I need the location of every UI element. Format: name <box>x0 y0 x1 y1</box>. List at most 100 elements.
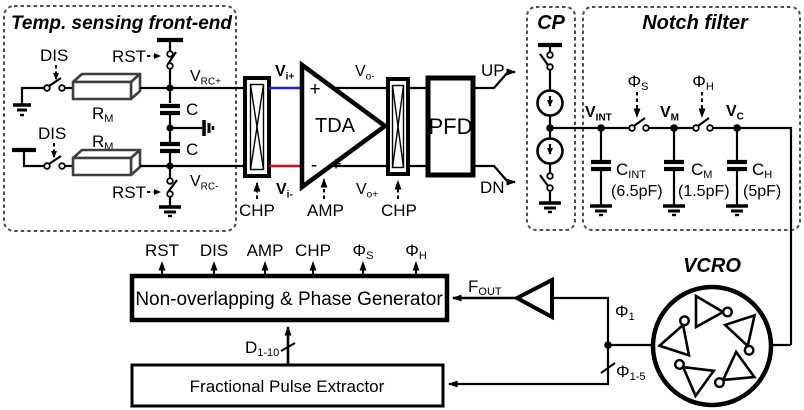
vm-label: VM <box>660 104 679 124</box>
dis-switch-top <box>43 77 73 92</box>
wire-dn <box>473 164 516 186</box>
vrc-plus-label: VRC+ <box>190 68 221 88</box>
ground-icon-cp <box>539 201 561 214</box>
cap-cm <box>663 128 685 217</box>
cp-switch-up <box>539 51 554 91</box>
phi1-label: Φ1 <box>615 302 635 323</box>
inverter-icon <box>713 349 757 389</box>
chopper-1 <box>243 76 271 178</box>
cap-c-bottom <box>160 128 180 166</box>
ch-value: (5pF) <box>743 183 781 200</box>
wire-phi-paths <box>448 296 610 388</box>
d-bus-label: D1-10 <box>245 338 279 359</box>
vcro-section: FOUT Φ1 Φ1-5 VCRO <box>448 255 791 408</box>
notch-filter-section: Notch filter VINT ΦS VM ΦH VC <box>550 6 801 345</box>
ch-label: CH <box>752 160 772 181</box>
vo-minus-label: Vo- <box>355 63 375 83</box>
cap-c-label-bottom: C <box>186 140 198 159</box>
front-end-section: Temp. sensing front-end DIS RM RST <box>3 5 245 232</box>
inverter-icon <box>722 313 757 356</box>
vc-label: VC <box>726 103 744 123</box>
vrc-minus-label: VRC- <box>190 173 218 193</box>
gen-output-phi-s: ΦS <box>353 241 374 262</box>
gen-output-amp: AMP <box>247 241 284 260</box>
inverter-icon <box>673 358 717 399</box>
extractor-box <box>130 363 445 408</box>
vi-plus-label: Vi+ <box>275 63 294 83</box>
cm-value: (1.5pF) <box>678 183 730 200</box>
cm-label: CM <box>691 160 712 181</box>
phi-s-switch <box>628 117 650 132</box>
phi-s-label: ΦS <box>628 72 649 93</box>
phase-generator-section: RST DIS AMP CHP ΦS ΦH Non-overlapping & … <box>129 241 450 323</box>
extractor-label: Fractional Pulse Extractor <box>190 377 385 396</box>
cap-ch <box>726 128 748 217</box>
vi-minus-label: Vi- <box>276 181 293 201</box>
cap-c-top <box>160 88 180 128</box>
dis-label-top: DIS <box>40 46 68 65</box>
rst-label-top: RST <box>112 47 146 66</box>
rst-label-bottom: RST <box>112 183 146 202</box>
ground-icon-rst-bottom <box>159 205 181 218</box>
phi15-slash-icon <box>600 362 616 374</box>
vo-plus-label: Vo+ <box>356 181 378 201</box>
bias-terminal-icon <box>170 120 215 136</box>
vcro-inverters <box>656 293 757 399</box>
gen-output-dis: DIS <box>200 241 228 260</box>
tda-amplifier: + - - + TDA <box>299 60 389 192</box>
vdd-bar-icon-cp <box>538 42 562 52</box>
wire-up <box>473 68 516 90</box>
cap-cint <box>590 128 612 217</box>
inverter-icon <box>656 315 691 358</box>
chp2-label: CHP <box>381 201 417 220</box>
resistor-rm-bottom <box>71 148 142 177</box>
buffer-icon <box>512 276 554 321</box>
tda-mark-out-plus: + <box>330 154 341 175</box>
pfd-label: PFD <box>429 114 473 139</box>
vcro-title: VCRO <box>683 255 741 277</box>
cint-label: CINT <box>616 160 646 181</box>
rst-switch-top <box>166 50 177 88</box>
inverter-icon <box>694 293 734 330</box>
notch-title: Notch filter <box>642 12 749 34</box>
phase-generator-label: Non-overlapping & Phase Generator <box>135 289 443 310</box>
rst-switch-bottom <box>166 166 178 206</box>
tda-mark-out-minus: - <box>338 77 344 98</box>
current-source-dn-icon <box>536 137 564 165</box>
up-label: UP <box>481 61 505 80</box>
pfd-block: PFD <box>425 75 476 178</box>
front-end-box <box>3 5 237 232</box>
cap-c-label-top: C <box>186 100 198 119</box>
rm-label-bottom: RM <box>92 132 113 153</box>
dis-label-bottom: DIS <box>38 124 66 143</box>
cp-title: CP <box>537 12 565 34</box>
tda-mark-in-plus: + <box>309 79 320 100</box>
gen-output-chp: CHP <box>295 241 331 260</box>
cp-section: CP <box>526 6 576 231</box>
fout-label: FOUT <box>468 277 502 298</box>
cp-box <box>526 6 576 231</box>
rm-label-top: RM <box>92 104 113 125</box>
dis-switch-bottom <box>43 155 73 170</box>
vint-label: VINT <box>585 104 612 124</box>
cp-switch-dn <box>539 163 554 202</box>
ground-icon-top-left <box>13 86 44 117</box>
amp-label: AMP <box>307 201 344 220</box>
cint-value: (6.5pF) <box>611 183 663 200</box>
gen-output-phi-h: ΦH <box>405 241 427 262</box>
tda-label: TDA <box>315 115 356 137</box>
chopper-2 <box>386 77 410 176</box>
front-end-title: Temp. sensing front-end <box>11 13 232 34</box>
tda-mark-in-minus: - <box>311 155 317 176</box>
d-bus-slash-icon <box>280 342 296 352</box>
phi-h-label: ΦH <box>692 72 714 93</box>
extractor-section: D1-10 Fractional Pulse Extractor <box>130 326 445 408</box>
phi-h-switch <box>692 117 714 132</box>
phase-generator-box <box>129 273 450 323</box>
resistor-rm-top <box>71 72 142 101</box>
gen-output-rst: RST <box>145 241 179 260</box>
dn-label: DN <box>480 178 505 197</box>
vdd-bar-icon-top <box>157 37 183 51</box>
